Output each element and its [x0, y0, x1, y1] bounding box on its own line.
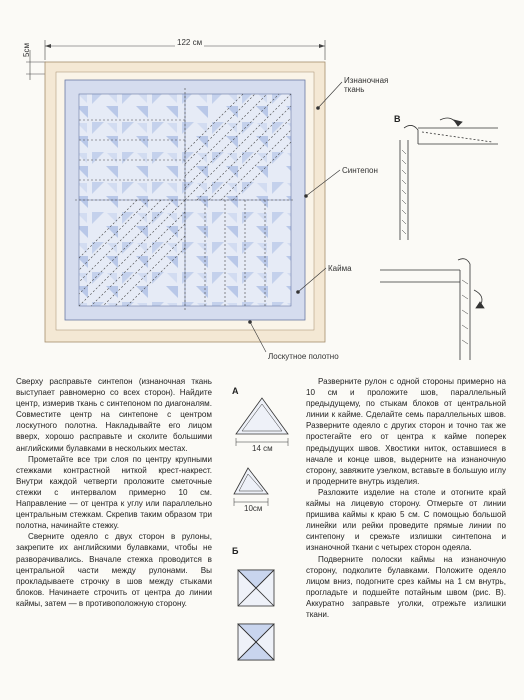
label-backing: Изнаночная ткань — [344, 76, 389, 95]
figure-a-sketch — [233, 397, 289, 506]
width-dimension: 122 см — [175, 38, 205, 48]
paragraph: Прометайте все три слоя по центру крупны… — [16, 454, 212, 531]
quilt-diagram — [26, 40, 343, 353]
label-binding: Кайма — [328, 264, 352, 273]
figure-b-sketch — [237, 569, 275, 661]
label-quilt-top: Лоскутное полотно — [268, 352, 339, 361]
paragraph: Сверните одеяло с двух сторон в рулоны, … — [16, 532, 212, 608]
paragraph: Разложите изделие на столе и отогните кр… — [306, 487, 506, 553]
figure-v-label: В — [394, 114, 401, 124]
paragraph: Сверху расправьте синтепон (изнаночная т… — [16, 377, 212, 453]
margin-dimension: 5см — [22, 43, 31, 57]
label-batting: Синтепон — [342, 166, 378, 175]
text-column-right: Разверните рулон с одной стороны примерн… — [306, 376, 506, 620]
text-column-left: Сверху расправьте синтепон (изнаночная т… — [16, 376, 212, 609]
figure-v-sketch — [380, 117, 498, 360]
paragraph: Подверните полоски каймы на изнаночную с… — [306, 554, 506, 619]
dim-10cm: 10см — [244, 504, 263, 513]
figure-b-label: Б — [232, 546, 239, 556]
paragraph: Разверните рулон с одной стороны примерн… — [306, 377, 506, 486]
figure-a-label: А — [232, 386, 239, 396]
dim-14cm: 14 см — [252, 444, 273, 453]
